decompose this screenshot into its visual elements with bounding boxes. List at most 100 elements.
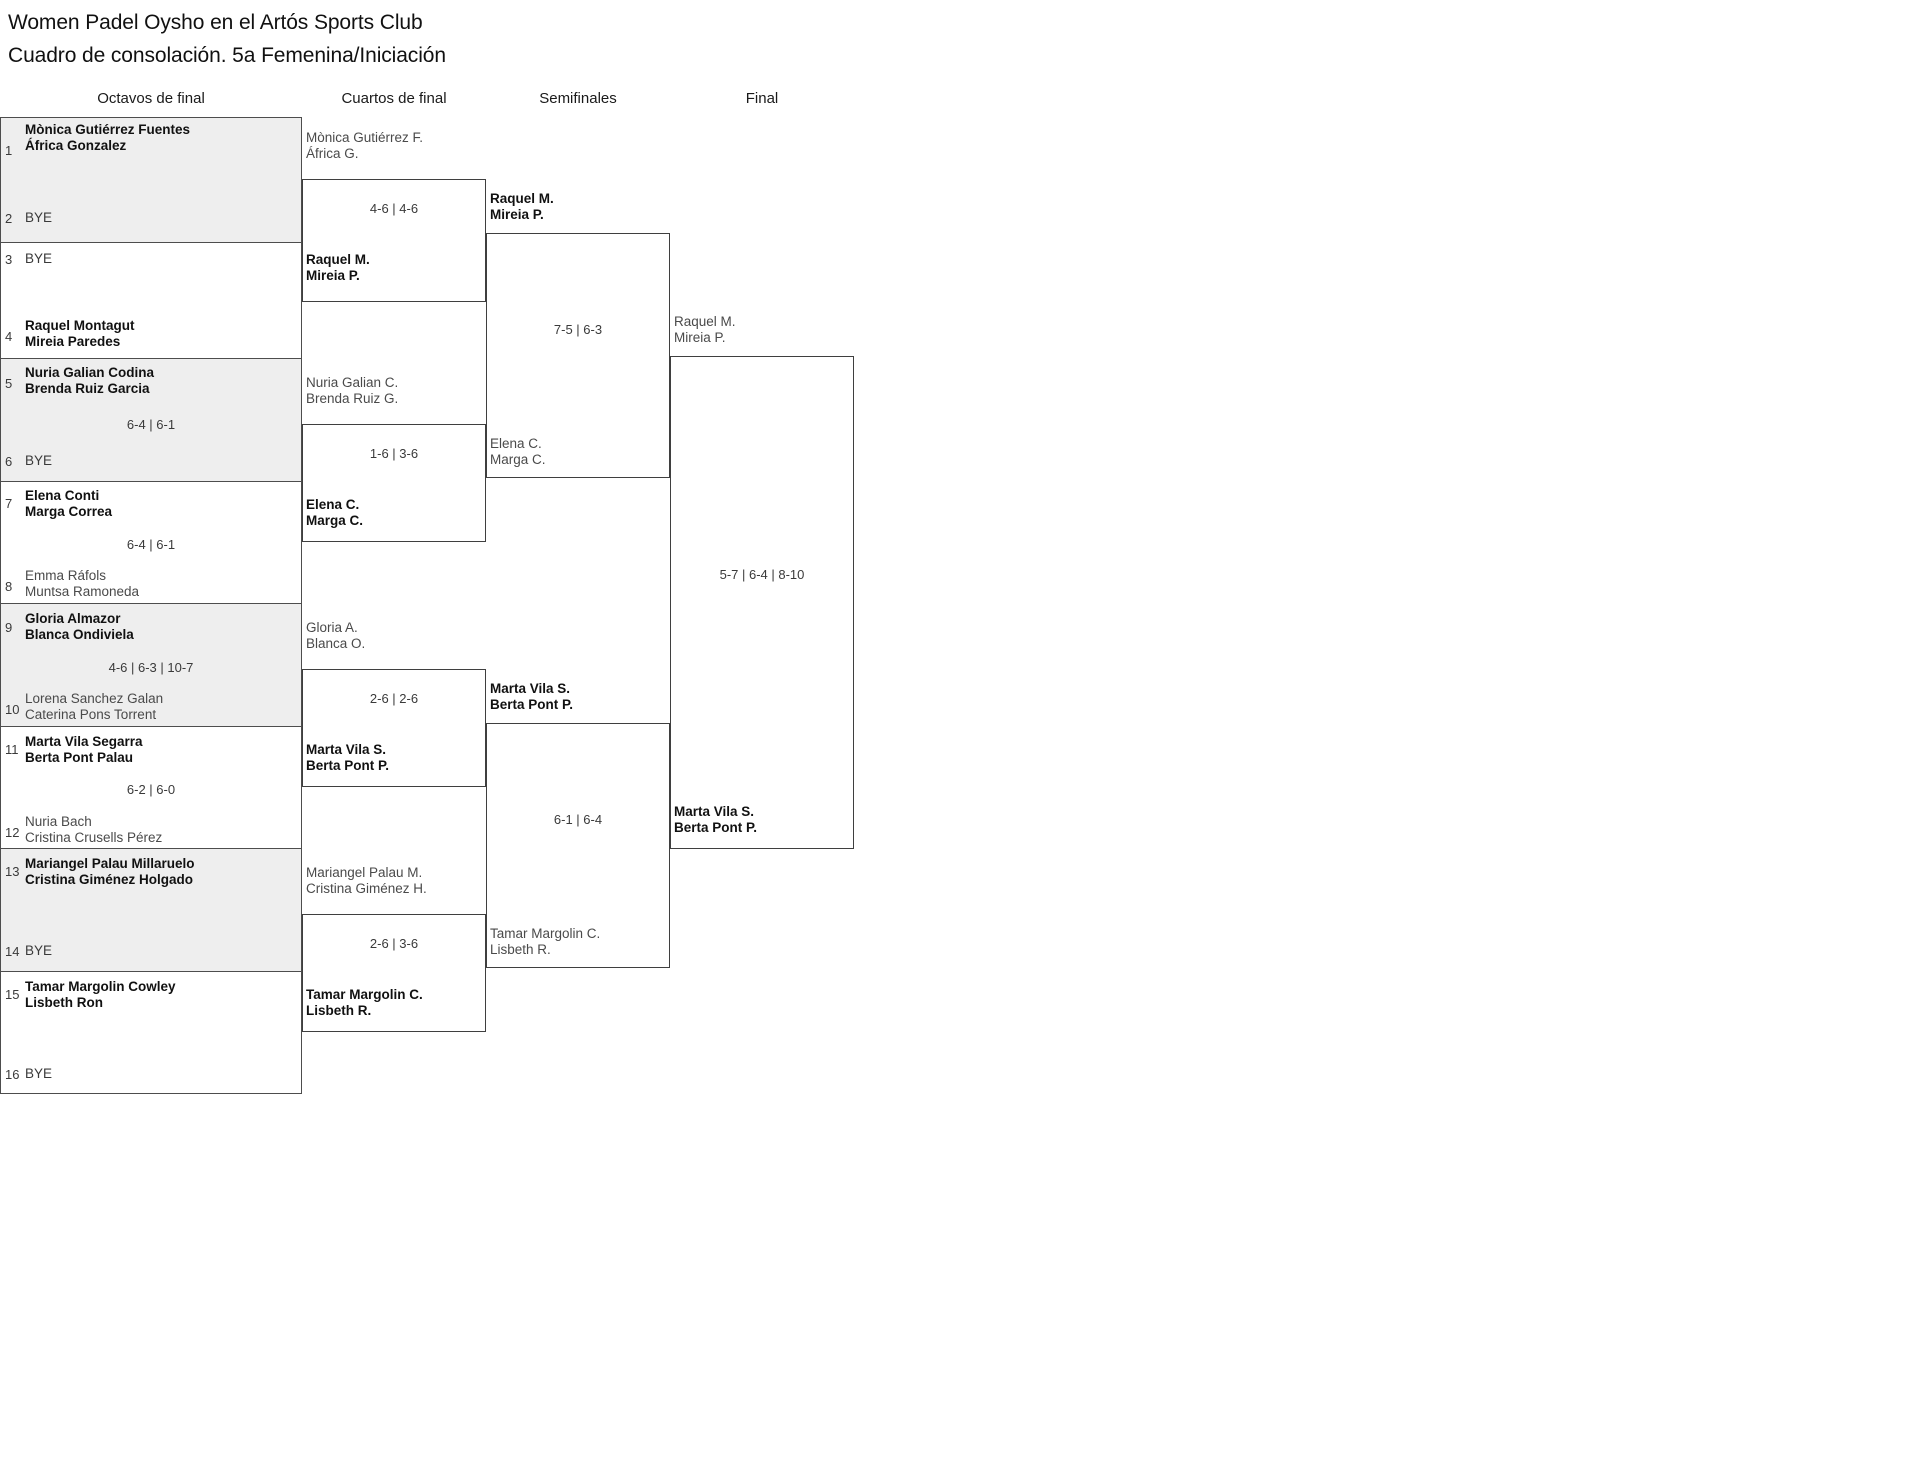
player-name-2: Mireia Paredes	[25, 334, 121, 349]
player-name-1: Tamar Margolin C.	[490, 926, 601, 941]
player-name-1: Nuria Galian C.	[306, 375, 399, 390]
qf-box-1	[302, 179, 486, 302]
player-name-2: Mireia P.	[674, 330, 726, 345]
r1-slot-15[interactable]: 15 Tamar Margolin Cowley Lisbeth Ron	[0, 971, 302, 1040]
r1-slot-14[interactable]: 14 BYE	[0, 917, 302, 971]
sf-entrant-4: Tamar Margolin C. Lisbeth R.	[490, 926, 600, 958]
r1-slot-16[interactable]: 16 BYE	[0, 1040, 302, 1094]
r1-slot-10[interactable]: 10 Lorena Sanchez Galan Caterina Pons To…	[0, 663, 302, 726]
sf-entrant-1: Raquel M. Mireia P.	[490, 191, 554, 223]
seed-number: 5	[5, 376, 13, 391]
r1-score-5: 4-6 | 6-3 | 10-7	[108, 660, 194, 675]
player-name-1: Gloria Almazor	[25, 611, 121, 626]
player-name-2: Marga C.	[490, 452, 546, 467]
r1-slot-6[interactable]: 6 BYE	[0, 427, 302, 481]
player-name-1: Lorena Sanchez Galan	[25, 691, 164, 706]
player-name-1: Mònica Gutiérrez F.	[306, 130, 424, 145]
tournament-name: Women Padel Oysho en el Artós Sports Clu…	[8, 11, 423, 34]
seed-number: 1	[5, 143, 13, 158]
seed-number: 15	[5, 987, 20, 1002]
r1-slot-9[interactable]: 9 Gloria Almazor Blanca Ondiviela	[0, 603, 302, 663]
r1-slot-3[interactable]: 3 BYE	[0, 242, 302, 313]
seed-number: 8	[5, 579, 13, 594]
player-name-2: Mireia P.	[306, 268, 360, 283]
r1-slot-2[interactable]: 2 BYE	[0, 182, 302, 242]
player-name-1: Elena Conti	[25, 488, 100, 503]
player-pair: Gloria Almazor Blanca Ondiviela	[25, 611, 297, 643]
qf-entrant-1: Mònica Gutiérrez F. África G.	[306, 130, 423, 162]
r1-slot-1[interactable]: 1 Mònica Gutiérrez Fuentes África Gonzal…	[0, 117, 302, 182]
player-name-1: Emma Ráfols	[25, 568, 107, 583]
player-name-1: BYE	[25, 943, 53, 958]
player-name-1: Raquel M.	[674, 314, 736, 329]
qf-score-3: 2-6 | 2-6	[369, 691, 419, 706]
seed-number: 13	[5, 864, 20, 879]
player-pair: BYE	[25, 453, 297, 469]
qf-score-2: 1-6 | 3-6	[369, 446, 419, 461]
player-pair: BYE	[25, 251, 297, 267]
player-name-1: BYE	[25, 210, 53, 225]
sf-score-1: 7-5 | 6-3	[553, 322, 603, 337]
player-pair: Nuria Bach Cristina Crusells Pérez	[25, 814, 297, 846]
player-name-2: Marga C.	[306, 513, 364, 528]
qf-box-4	[302, 914, 486, 1032]
player-name-2: Cristina Crusells Pérez	[25, 830, 163, 845]
player-name-1: BYE	[25, 453, 53, 468]
player-name-1: Mariangel Palau M.	[306, 865, 423, 880]
player-name-1: Elena C.	[306, 497, 360, 512]
player-name-2: Berta Pont P.	[490, 697, 574, 712]
r1-slot-8[interactable]: 8 Emma Ráfols Muntsa Ramoneda	[0, 540, 302, 603]
qf-entrant-8: Tamar Margolin C. Lisbeth R.	[306, 987, 423, 1019]
player-name-1: Nuria Bach	[25, 814, 92, 829]
player-name-2: Marga Correa	[25, 504, 113, 519]
r1-slot-5[interactable]: 5 Nuria Galian Codina Brenda Ruiz Garcia	[0, 358, 302, 427]
seed-number: 10	[5, 702, 20, 717]
player-name-2: Mireia P.	[490, 207, 544, 222]
player-pair: Mònica Gutiérrez Fuentes África Gonzalez	[25, 122, 297, 154]
round-header-final: Final	[745, 90, 779, 107]
player-name-2: Lisbeth R.	[490, 942, 551, 957]
qf-box-2	[302, 424, 486, 542]
player-name-1: Nuria Galian Codina	[25, 365, 155, 380]
r1-slot-4[interactable]: 4 Raquel Montagut Mireia Paredes	[0, 313, 302, 358]
player-pair: BYE	[25, 943, 297, 959]
player-name-2: Cristina Giménez Holgado	[25, 872, 194, 887]
seed-number: 4	[5, 329, 13, 344]
seed-number: 16	[5, 1067, 20, 1082]
player-name-2: Lisbeth R.	[306, 1003, 372, 1018]
r1-slot-13[interactable]: 13 Mariangel Palau Millaruelo Cristina G…	[0, 848, 302, 917]
player-pair: Mariangel Palau Millaruelo Cristina Gimé…	[25, 856, 297, 888]
player-name-2: Muntsa Ramoneda	[25, 584, 140, 599]
r1-slot-12[interactable]: 12 Nuria Bach Cristina Crusells Pérez	[0, 786, 302, 848]
round-header-semifinales: Semifinales	[539, 90, 617, 107]
sf-box-2	[486, 723, 670, 968]
qf-entrant-6: Marta Vila S. Berta Pont P.	[306, 742, 389, 774]
seed-number: 11	[5, 742, 19, 757]
player-pair: Marta Vila Segarra Berta Pont Palau	[25, 734, 297, 766]
player-name-1: Raquel M.	[306, 252, 370, 267]
qf-entrant-5: Gloria A. Blanca O.	[306, 620, 365, 652]
qf-entrant-7: Mariangel Palau M. Cristina Giménez H.	[306, 865, 427, 897]
player-name-1: Marta Vila S.	[306, 742, 387, 757]
qf-score-4: 2-6 | 3-6	[369, 936, 419, 951]
player-name-1: BYE	[25, 251, 53, 266]
player-name-2: África Gonzalez	[25, 138, 127, 153]
player-name-1: Marta Vila S.	[674, 804, 755, 819]
player-name-1: Mariangel Palau Millaruelo	[25, 856, 195, 871]
player-name-1: Raquel M.	[490, 191, 554, 206]
r1-slot-7[interactable]: 7 Elena Conti Marga Correa	[0, 481, 302, 540]
final-entrant-1: Raquel M. Mireia P.	[674, 314, 736, 346]
player-name-2: Berta Pont P.	[306, 758, 390, 773]
player-name-1: Marta Vila Segarra	[25, 734, 143, 749]
final-entrant-2: Marta Vila S. Berta Pont P.	[674, 804, 757, 836]
player-name-1: Tamar Margolin Cowley	[25, 979, 176, 994]
player-pair: Raquel Montagut Mireia Paredes	[25, 318, 297, 350]
qf-score-1: 4-6 | 4-6	[369, 201, 419, 216]
sf-entrant-3: Marta Vila S. Berta Pont P.	[490, 681, 573, 713]
player-pair: Tamar Margolin Cowley Lisbeth Ron	[25, 979, 297, 1011]
player-name-2: Berta Pont Palau	[25, 750, 134, 765]
player-name-2: Brenda Ruiz Garcia	[25, 381, 150, 396]
seed-number: 2	[5, 211, 13, 226]
r1-slot-11[interactable]: 11 Marta Vila Segarra Berta Pont Palau	[0, 726, 302, 786]
r1-score-4: 6-4 | 6-1	[126, 537, 176, 552]
